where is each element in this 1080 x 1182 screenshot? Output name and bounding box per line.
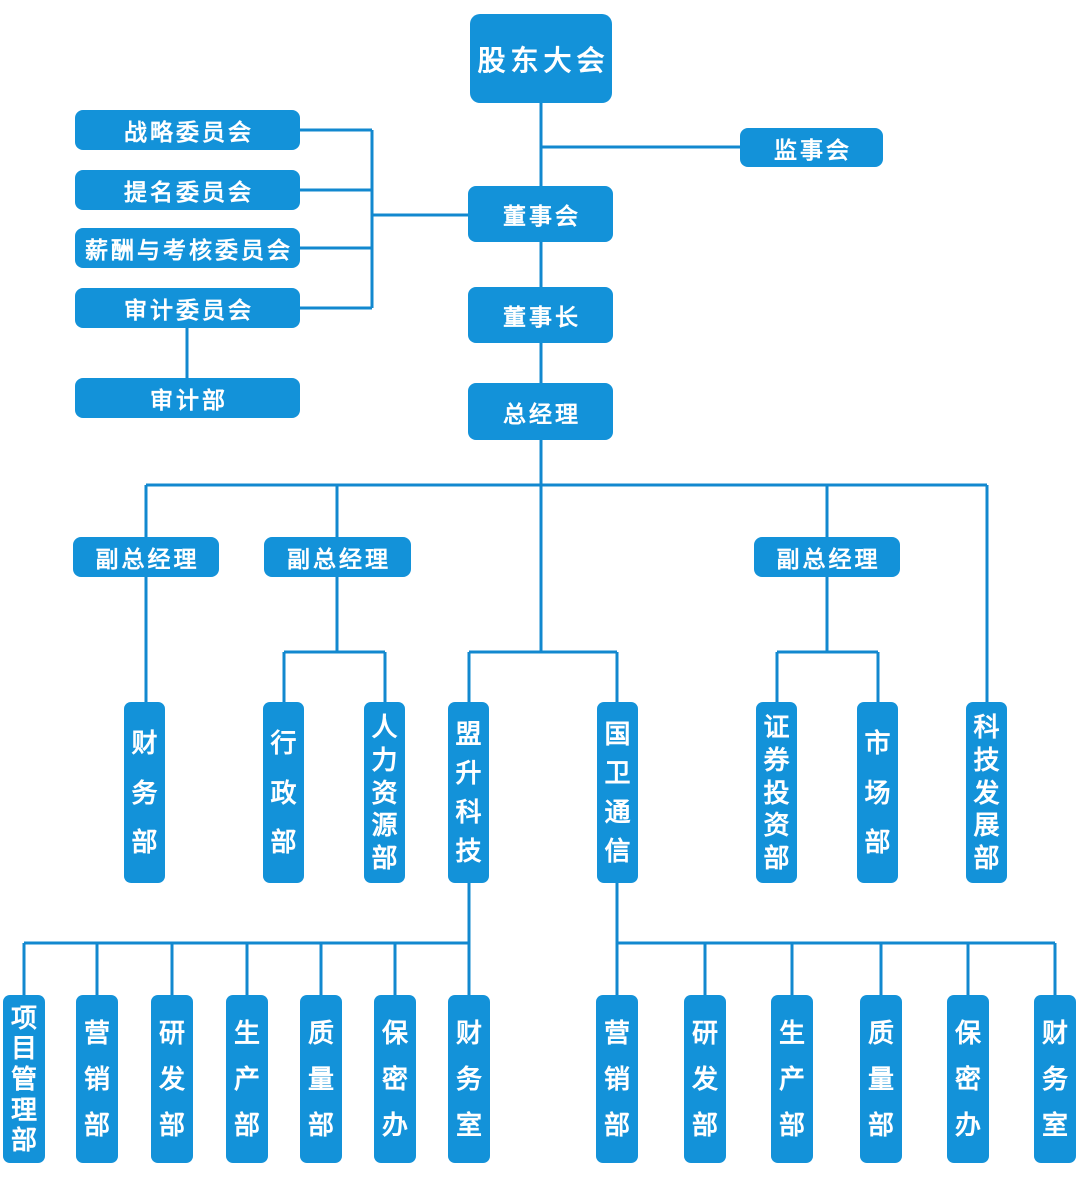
node-ms-dept-finance-office: 财务室 — [448, 995, 490, 1163]
node-supervisory-board: 监事会 — [740, 128, 883, 167]
node-subsidiary-mengsheng-tech: 盟升科技 — [448, 702, 489, 883]
node-general-manager: 总经理 — [468, 383, 613, 440]
node-committee-nomination: 提名委员会 — [75, 170, 300, 210]
node-gw-dept-confidentiality-label: 保密办 — [954, 1018, 981, 1140]
node-dept-finance: 财务部 — [124, 702, 165, 883]
node-gw-dept-marketing: 营销部 — [596, 995, 638, 1163]
node-ms-dept-production-label: 生产部 — [233, 1018, 260, 1140]
node-committee-audit-label: 审计委员会 — [124, 297, 254, 323]
node-shareholders-meeting: 股东大会 — [470, 14, 612, 103]
node-dept-human-resources: 人力资源部 — [364, 702, 405, 883]
node-gw-dept-finance-office-label: 财务室 — [1041, 1018, 1068, 1140]
node-dept-administration: 行政部 — [263, 702, 304, 883]
node-shareholders-meeting-label: 股东大会 — [477, 44, 610, 76]
node-gw-dept-quality-label: 质量部 — [867, 1018, 894, 1140]
node-dept-tech-development: 科技发展部 — [966, 702, 1007, 883]
node-deputy-gm-2-label: 副总经理 — [287, 546, 391, 572]
node-dept-administration-label: 行政部 — [270, 728, 297, 857]
node-deputy-gm-3: 副总经理 — [754, 537, 900, 577]
node-subsidiary-guowei-comm-label: 国卫通信 — [604, 718, 631, 867]
node-gw-dept-production-label: 生产部 — [778, 1018, 805, 1140]
node-dept-market-label: 市场部 — [864, 728, 891, 857]
node-ms-dept-marketing: 营销部 — [76, 995, 118, 1163]
node-dept-securities-investment: 证券投资部 — [756, 702, 797, 883]
node-dept-market: 市场部 — [857, 702, 898, 883]
node-ms-dept-project-management: 项目管理部 — [3, 995, 45, 1163]
node-audit-department: 审计部 — [75, 378, 300, 418]
node-ms-dept-quality: 质量部 — [300, 995, 342, 1163]
node-committee-audit: 审计委员会 — [75, 288, 300, 328]
node-chairman: 董事长 — [468, 287, 613, 343]
node-ms-dept-finance-office-label: 财务室 — [455, 1018, 482, 1140]
node-ms-dept-rnd: 研发部 — [151, 995, 193, 1163]
node-gw-dept-quality: 质量部 — [860, 995, 902, 1163]
node-general-manager-label: 总经理 — [503, 400, 581, 427]
node-ms-dept-marketing-label: 营销部 — [83, 1018, 110, 1140]
node-deputy-gm-1-label: 副总经理 — [95, 546, 200, 572]
node-dept-tech-development-label: 科技发展部 — [973, 712, 1000, 873]
node-ms-dept-rnd-label: 研发部 — [158, 1018, 185, 1140]
node-chairman-label: 董事长 — [503, 304, 581, 330]
node-dept-securities-investment-label: 证券投资部 — [763, 712, 790, 873]
node-deputy-gm-2: 副总经理 — [264, 537, 411, 577]
node-dept-finance-label: 财务部 — [131, 728, 158, 857]
node-deputy-gm-3-label: 副总经理 — [776, 546, 881, 572]
node-subsidiary-guowei-comm: 国卫通信 — [597, 702, 638, 883]
node-gw-dept-production: 生产部 — [771, 995, 813, 1163]
node-committee-strategy: 战略委员会 — [75, 110, 300, 150]
node-ms-dept-confidentiality-label: 保密办 — [381, 1018, 408, 1140]
node-gw-dept-marketing-label: 营销部 — [603, 1018, 630, 1140]
node-committee-compensation-appraisal-label: 薪酬与考核委员会 — [85, 237, 293, 263]
node-supervisory-board-label: 监事会 — [774, 136, 852, 163]
node-ms-dept-quality-label: 质量部 — [307, 1018, 334, 1140]
node-gw-dept-rnd: 研发部 — [684, 995, 726, 1163]
node-gw-dept-finance-office: 财务室 — [1034, 995, 1076, 1163]
node-board-of-directors-label: 董事会 — [503, 203, 581, 229]
node-ms-dept-project-management-label: 项目管理部 — [10, 1002, 37, 1156]
node-audit-department-label: 审计部 — [150, 387, 228, 413]
node-ms-dept-confidentiality: 保密办 — [374, 995, 416, 1163]
node-gw-dept-rnd-label: 研发部 — [691, 1018, 718, 1140]
node-board-of-directors: 董事会 — [468, 186, 613, 242]
node-committee-compensation-appraisal: 薪酬与考核委员会 — [75, 228, 300, 268]
node-ms-dept-production: 生产部 — [226, 995, 268, 1163]
node-committee-nomination-label: 提名委员会 — [124, 179, 254, 205]
node-committee-strategy-label: 战略委员会 — [124, 119, 254, 145]
node-dept-human-resources-label: 人力资源部 — [371, 712, 398, 873]
node-deputy-gm-1: 副总经理 — [73, 537, 219, 577]
node-gw-dept-confidentiality: 保密办 — [947, 995, 989, 1163]
node-subsidiary-mengsheng-tech-label: 盟升科技 — [455, 718, 482, 867]
